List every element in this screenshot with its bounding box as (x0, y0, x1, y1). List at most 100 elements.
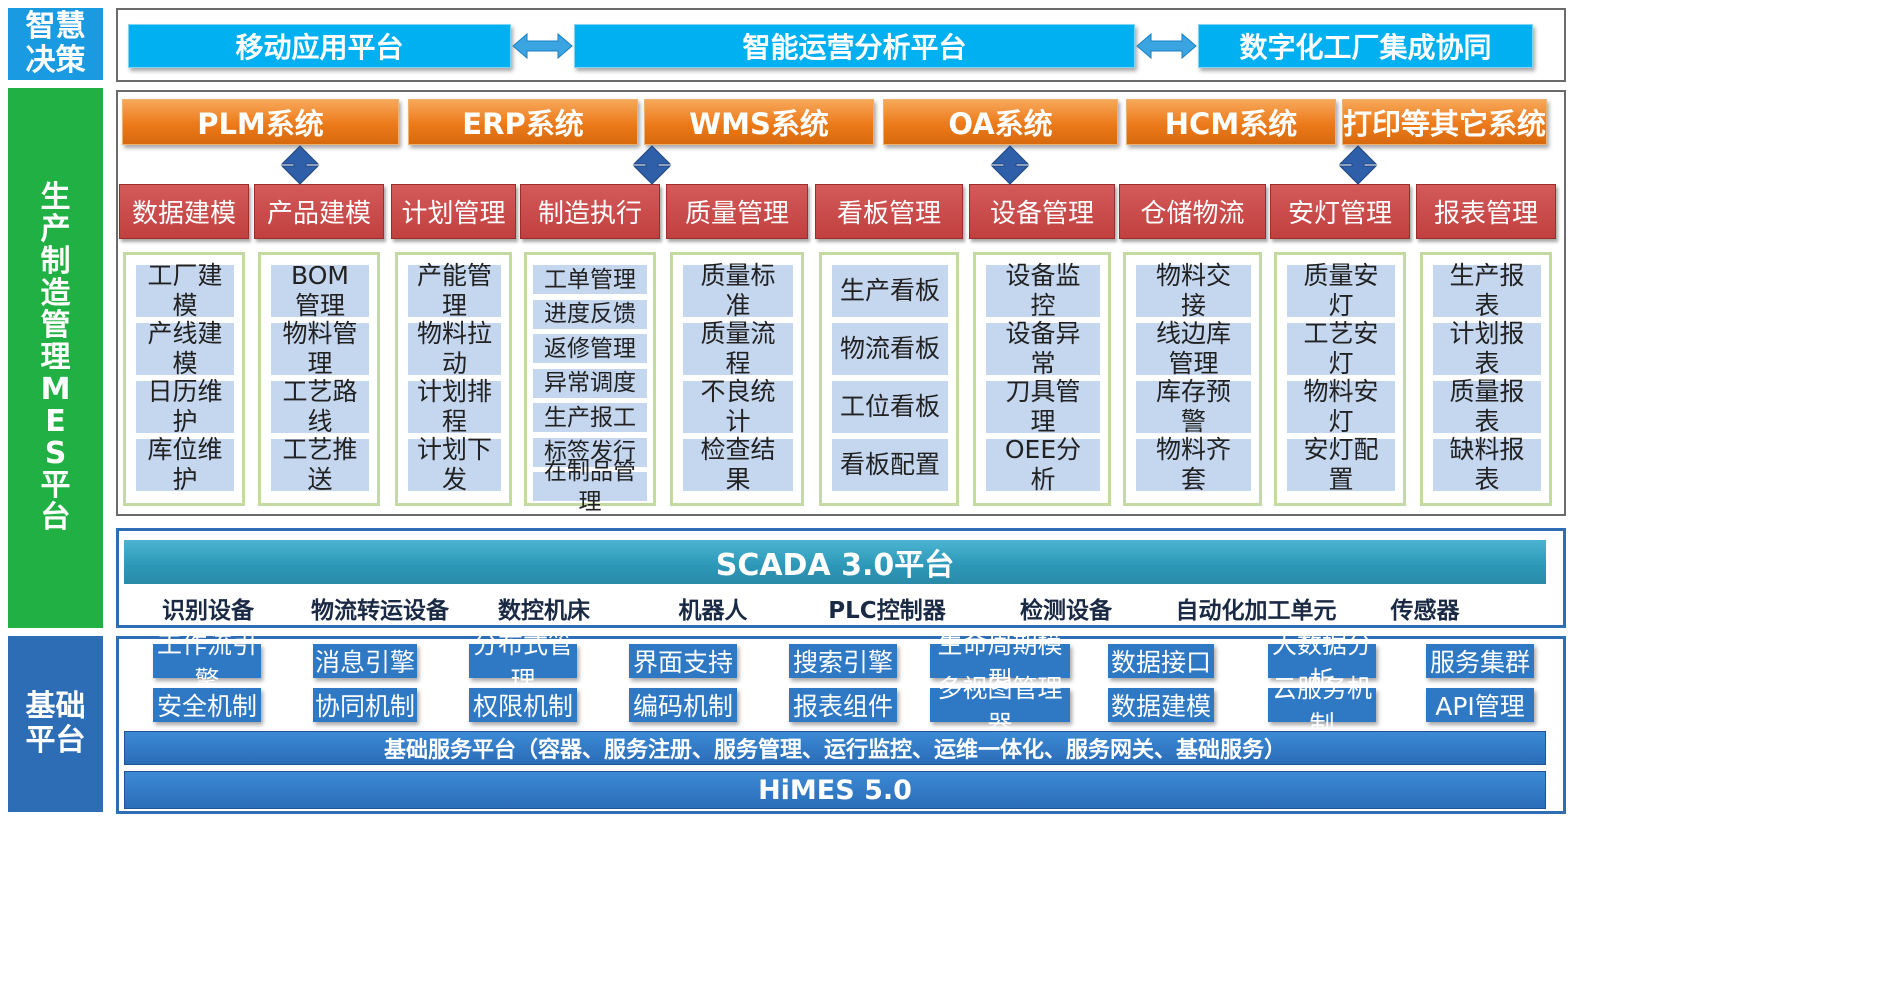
module-item: 看板配置 (832, 439, 948, 491)
module-column: 生产报表计划报表质量报表缺料报表 (1420, 252, 1552, 506)
basic-component: 数据接口 (1108, 644, 1214, 678)
double-arrow-icon (512, 32, 573, 60)
module-item: 不良统计 (683, 377, 793, 436)
basic-component: 搜索引擎 (789, 644, 897, 678)
module-item: 物料安灯 (1287, 377, 1395, 436)
module-item: 物料拉动 (408, 319, 501, 378)
module-item: 工艺路线 (271, 377, 369, 436)
basic-component: 消息引擎 (313, 644, 417, 678)
system-bar: PLM系统 (122, 99, 399, 145)
scada-device-label: 检测设备 (1020, 598, 1112, 624)
module-item: 设备异常 (986, 319, 1100, 378)
module-item: 刀具管理 (986, 377, 1100, 436)
label-glyph: 产 (40, 212, 71, 247)
decision-label: 智慧决策 (8, 8, 103, 80)
module-header: 仓储物流 (1119, 184, 1266, 239)
label-glyph: 制 (40, 244, 71, 279)
label-line: 智慧 (25, 9, 86, 44)
module-item: 计划排程 (408, 377, 501, 436)
decision-label-text: 智慧决策 (26, 10, 86, 78)
basic-component: 协同机制 (313, 688, 417, 722)
vertical-arrow-icon (1338, 145, 1378, 185)
module-item: 产能管理 (408, 261, 501, 320)
module-item: 工厂建模 (136, 261, 234, 320)
module-item: 进度反馈 (533, 299, 647, 329)
label-glyph: 生 (40, 180, 71, 215)
module-header: 设备管理 (969, 184, 1115, 239)
module-column: 质量安灯工艺安灯物料安灯安灯配置 (1274, 252, 1406, 506)
label-glyph: S (44, 436, 67, 471)
module-column: 工单管理进度反馈返修管理异常调度生产报工标签发行在制品管理 (524, 252, 656, 515)
module-item: 质量流程 (683, 319, 793, 378)
module-item: 库位维护 (136, 435, 234, 494)
scada-device-label: 自动化加工单元 (1175, 598, 1337, 624)
basic-label: 基础平台 (8, 636, 103, 812)
module-item: 缺料报表 (1433, 435, 1541, 494)
label-glyph: E (45, 404, 66, 439)
module-item: 标签发行 (533, 437, 647, 467)
basic-component: 编码机制 (629, 688, 737, 722)
label-line: 平台 (25, 723, 86, 758)
label-line: 决策 (25, 43, 86, 78)
module-item: 质量报表 (1433, 377, 1541, 436)
label-glyph: 平 (40, 468, 71, 503)
top-platform-mobile: 移动应用平台 (128, 24, 511, 68)
scada-device-label: 数控机床 (498, 598, 590, 624)
label-glyph: 台 (40, 500, 71, 535)
module-item: 返修管理 (533, 334, 647, 363)
double-arrow-icon (1136, 32, 1197, 60)
module-column: BOM管理物料管理工艺路线工艺推送 (258, 252, 380, 506)
module-column: 生产看板物流看板工位看板看板配置 (819, 252, 959, 506)
module-item: 质量安灯 (1287, 261, 1395, 320)
basic-component: 服务集群 (1426, 644, 1534, 678)
label-glyph: 理 (40, 340, 71, 375)
module-item: 生产报表 (1433, 261, 1541, 320)
label-glyph: M (40, 372, 71, 407)
scada-device-label: 传感器 (1390, 598, 1460, 624)
scada-bar: SCADA 3.0平台 (124, 540, 1546, 584)
module-item: 计划报表 (1433, 319, 1541, 378)
module-column: 质量标准质量流程不良统计检查结果 (670, 252, 804, 506)
top-platform-factory: 数字化工厂集成协同 (1198, 24, 1533, 68)
vertical-arrow-icon (990, 145, 1030, 185)
module-item: 工艺安灯 (1287, 319, 1395, 378)
module-item: 检查结果 (683, 435, 793, 494)
module-header: 质量管理 (666, 184, 808, 239)
module-item: 物流看板 (832, 323, 948, 375)
basic-component: 报表组件 (789, 688, 897, 722)
basic-component: 界面支持 (629, 644, 737, 678)
system-bar: 打印等其它系统 (1342, 99, 1547, 145)
module-header: 制造执行 (520, 184, 660, 239)
module-column: 工厂建模产线建模日历维护库位维护 (123, 252, 245, 506)
module-item: 线边库管理 (1136, 319, 1251, 378)
label-glyph: 管 (40, 308, 71, 343)
basic-component: API管理 (1426, 688, 1534, 722)
module-item: 物料管理 (271, 319, 369, 378)
module-item: 库存预警 (1136, 377, 1251, 436)
scada-device-label: 物流转运设备 (311, 598, 449, 624)
top-platform-analysis: 智能运营分析平台 (574, 24, 1135, 68)
himes-version-bar: HiMES 5.0 (124, 771, 1546, 809)
module-header: 计划管理 (391, 184, 516, 239)
vertical-arrow-icon (632, 145, 672, 185)
module-item: OEE分析 (986, 435, 1100, 494)
module-header: 数据建模 (119, 184, 249, 239)
module-item: 物料齐套 (1136, 435, 1251, 494)
scada-device-label: 机器人 (678, 598, 748, 624)
module-item: 生产看板 (832, 265, 948, 317)
module-item: 产线建模 (136, 319, 234, 378)
module-column: 产能管理物料拉动计划排程计划下发 (395, 252, 512, 506)
module-item: BOM管理 (271, 261, 369, 320)
module-header: 看板管理 (815, 184, 963, 239)
module-item: 生产报工 (533, 403, 647, 432)
basic-component: 权限机制 (469, 688, 577, 722)
module-item: 工位看板 (832, 381, 948, 433)
module-item: 物料交接 (1136, 261, 1251, 320)
basic-service-bar: 基础服务平台（容器、服务注册、服务管理、运行监控、运维一体化、服务网关、基础服务… (124, 731, 1546, 765)
basic-component: 数据建模 (1108, 688, 1214, 722)
system-bar: WMS系统 (644, 99, 874, 145)
module-item: 工艺推送 (271, 435, 369, 494)
